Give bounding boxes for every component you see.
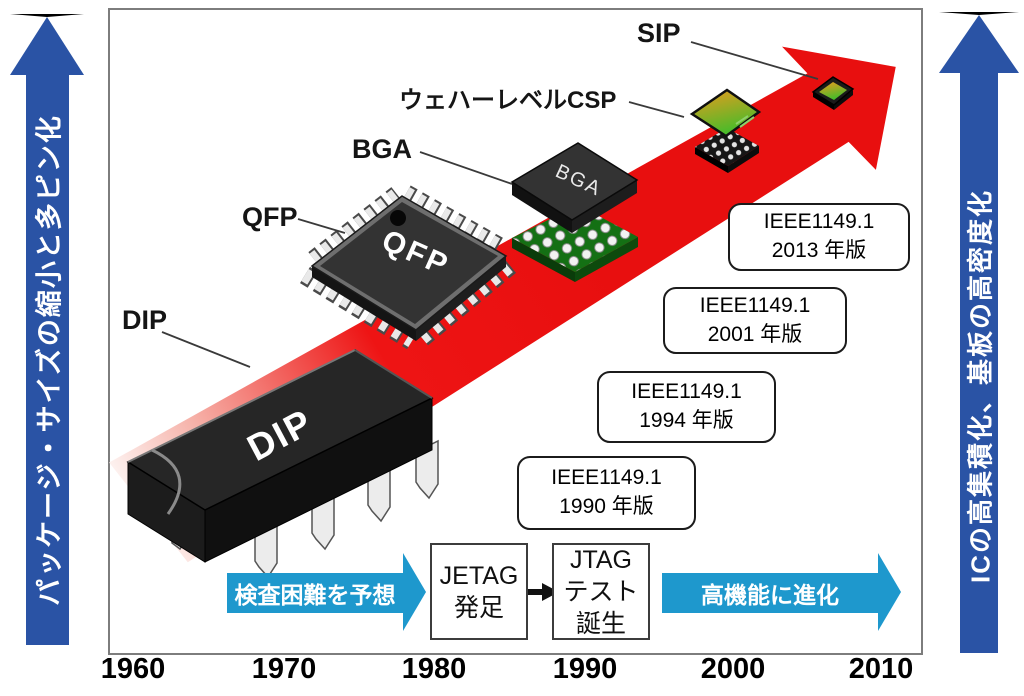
jetag-box-line: JETAG <box>439 561 519 590</box>
jtag-box-line: テスト <box>563 577 639 606</box>
csp-leader-line <box>628 101 685 118</box>
left-axis-arrow-head <box>10 14 84 75</box>
jetag-to-jtag-arrow <box>527 583 559 601</box>
right-axis-arrow-head <box>939 12 1019 73</box>
jtag-box: JTAG テスト 誕生 <box>552 543 650 640</box>
standard-edition: 1994 年版 <box>639 409 734 432</box>
standard-box-1994: IEEE1149.1 1994 年版 <box>597 371 776 443</box>
evolve-arrow: 高機能に進化 <box>662 573 878 613</box>
year-label-1960: 1960 <box>100 653 166 685</box>
standard-box-1990: IEEE1149.1 1990 年版 <box>517 456 696 530</box>
evolve-arrow-head <box>878 553 901 631</box>
standard-edition: 1990 年版 <box>559 495 654 518</box>
sip-chip <box>811 76 855 110</box>
predict-arrow-head <box>403 553 426 631</box>
label-csp: ウェハーレベルCSP <box>399 87 617 114</box>
year-label-2010: 2010 <box>848 653 914 685</box>
leader-lines <box>161 41 819 368</box>
qfp-chip: QFP <box>300 185 520 350</box>
standard-name: IEEE1149.1 <box>631 380 742 404</box>
predict-arrow: 検査困難を予想 <box>227 573 403 613</box>
left-axis-arrow: パッケージ・サイズの縮小と多ピン化 <box>10 14 84 645</box>
bga-leader-line <box>419 151 513 185</box>
label-dip: DIP <box>122 305 168 335</box>
dip-chip: DIP <box>126 349 439 579</box>
sip-leader-line <box>690 41 819 80</box>
standard-box-2001: IEEE1149.1 2001 年版 <box>663 287 847 354</box>
label-bga: BGA <box>352 134 412 164</box>
bga-chip: BGA <box>510 142 639 282</box>
standard-box-2013: IEEE1149.1 2013 年版 <box>728 203 910 271</box>
year-label-2000: 2000 <box>700 653 766 685</box>
year-label-1970: 1970 <box>251 653 317 685</box>
standard-edition: 2013 年版 <box>771 239 867 262</box>
jtag-box-line: JTAG <box>569 545 633 574</box>
standard-name: IEEE1149.1 <box>699 293 811 317</box>
jetag-box: JETAG 発足 <box>430 543 528 640</box>
right-axis-arrow: ICの高集積化、基板の高密度化 <box>939 12 1019 653</box>
dip-leader-line <box>161 331 251 368</box>
jtag-box-line: 誕生 <box>575 609 626 638</box>
jetag-box-line: 発足 <box>453 593 504 622</box>
csp-chip <box>689 88 762 173</box>
qfp-leader-line <box>297 218 346 234</box>
left-axis-label: パッケージ・サイズの縮小と多ピン化 <box>34 114 65 606</box>
standard-name: IEEE1149.1 <box>551 466 662 490</box>
standard-edition: 2001 年版 <box>707 322 803 346</box>
right-axis-label: ICの高集積化、基板の高密度化 <box>965 189 996 584</box>
label-qfp: QFP <box>242 202 298 232</box>
label-sip: SIP <box>637 18 681 48</box>
standard-name: IEEE1149.1 <box>763 210 875 234</box>
diagram-frame <box>108 8 923 655</box>
year-label-1990: 1990 <box>552 653 618 685</box>
year-label-1980: 1980 <box>401 653 467 685</box>
